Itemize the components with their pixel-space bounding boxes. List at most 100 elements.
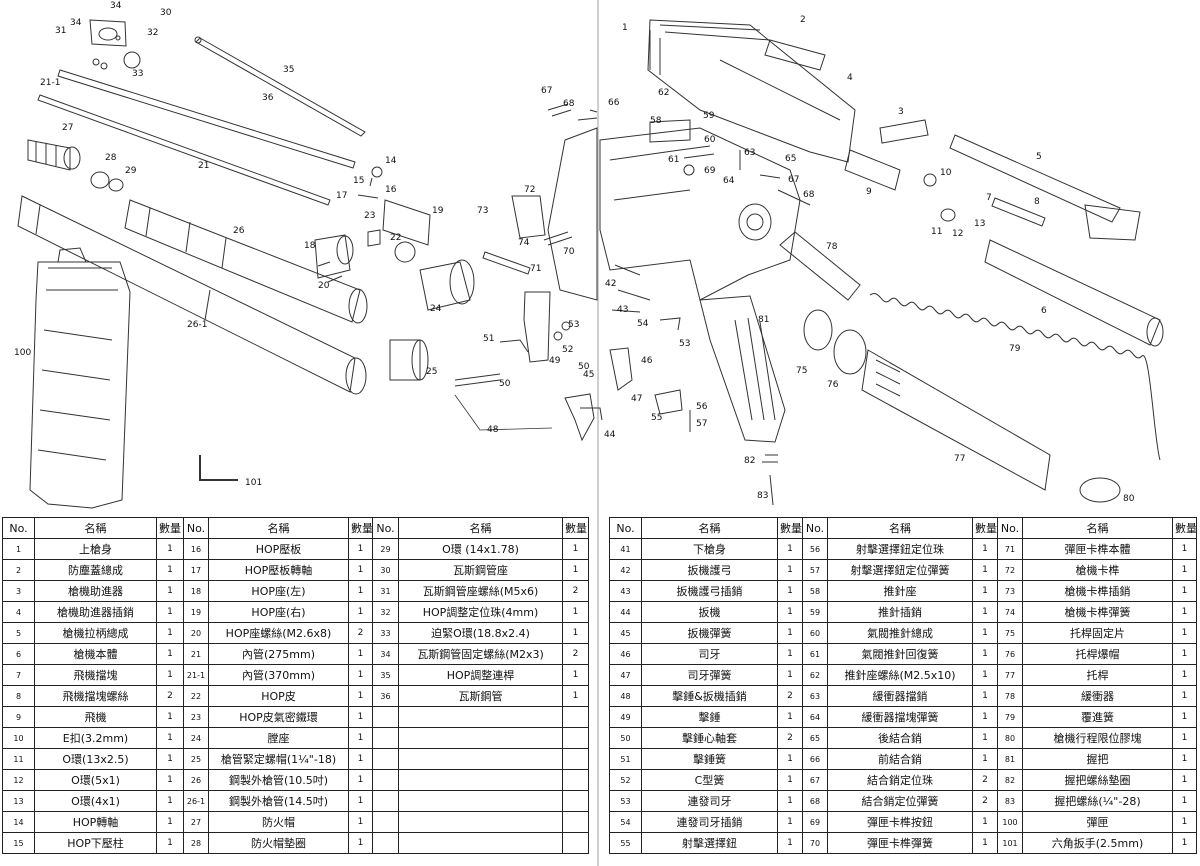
part-name-cell: O環 (14x1.78): [398, 538, 563, 560]
part-name-cell: 連發司牙: [641, 790, 778, 812]
header-no: No.: [802, 517, 828, 539]
callout-label: 9: [866, 187, 872, 197]
part-name-cell: 擊錘&扳機插銷: [641, 685, 778, 707]
part-name-cell: 前結合銷: [827, 748, 973, 770]
part-number-cell: [372, 769, 399, 791]
part-name-cell: [398, 706, 563, 728]
part-name-cell: 上槍身: [34, 538, 157, 560]
callout-label: 16: [385, 185, 397, 195]
quantity-cell: 1: [972, 538, 998, 560]
header-qty: 數量: [562, 517, 589, 539]
callout-label: 43: [617, 305, 628, 315]
part-name-cell: 射擊選擇鈕定位珠: [827, 538, 973, 560]
part-number-cell: 76: [997, 643, 1023, 665]
trigger-drawing: [564, 393, 595, 442]
part-name-cell: 迫緊O環(18.8x2.4): [398, 622, 563, 644]
quantity-cell: 1: [972, 685, 998, 707]
part-name-cell: 瓦斯鋼管座螺絲(M5x6): [398, 580, 563, 602]
header-qty: 數量: [156, 517, 184, 539]
callout-label: 50: [499, 379, 511, 389]
part-name-cell: 扳機: [641, 601, 778, 623]
callout-label: 52: [562, 345, 573, 355]
part-number-cell: 23: [183, 706, 209, 728]
part-number-cell: 1: [2, 538, 35, 560]
part-number-cell: 83: [997, 790, 1023, 812]
quantity-cell: 2: [348, 622, 373, 644]
part-number-cell: 9: [2, 706, 35, 728]
part-number-cell: 52: [609, 769, 642, 791]
quantity-cell: 1: [1172, 664, 1197, 686]
quantity-cell: 1: [1172, 706, 1197, 728]
table-header-row: No. 名稱 數量 No. 名稱 數量 No. 名稱 數量: [2, 517, 589, 539]
part-number-cell: 15: [2, 832, 35, 854]
quantity-cell: 1: [348, 706, 373, 728]
inner-barrel-drawing: [57, 69, 356, 169]
callout-label: 61: [668, 155, 679, 165]
quantity-cell: 1: [1172, 559, 1197, 581]
quantity-cell: 1: [348, 538, 373, 560]
part-name-cell: O環(13x2.5): [34, 748, 157, 770]
part-number-cell: 74: [997, 601, 1023, 623]
part-number-cell: 32: [372, 601, 399, 623]
part-name-cell: 司牙彈簧: [641, 664, 778, 686]
quantity-cell: [562, 748, 589, 770]
part-number-cell: 81: [997, 748, 1023, 770]
part-number-cell: 82: [997, 769, 1023, 791]
selector-drawing: [609, 347, 633, 391]
quantity-cell: 1: [156, 706, 184, 728]
part-number-cell: 13: [2, 790, 35, 812]
part-name-cell: 槍機拉柄總成: [34, 622, 157, 644]
pistol-grip-drawing: [699, 295, 786, 443]
callout-label: 36: [262, 93, 274, 103]
callout-label: 5: [1036, 152, 1042, 162]
quantity-cell: 1: [156, 727, 184, 749]
part-number-cell: 67: [802, 769, 828, 791]
part-number-cell: 60: [802, 622, 828, 644]
quantity-cell: 1: [562, 538, 589, 560]
part-number-cell: 55: [609, 832, 642, 854]
callout-label: 78: [826, 242, 838, 252]
quantity-cell: 1: [156, 538, 184, 560]
part-name-cell: [398, 727, 563, 749]
callout-label: 70: [563, 247, 575, 257]
hop-chamber-drawing: [419, 261, 471, 311]
part-name-cell: 彈匣卡榫彈簧: [827, 832, 973, 854]
quantity-cell: [562, 727, 589, 749]
header-name: 名稱: [827, 517, 973, 539]
quantity-cell: 1: [562, 664, 589, 686]
callout-label: 60: [704, 135, 716, 145]
part-number-cell: 14: [2, 811, 35, 833]
part-name-cell: 槍機卡榫插銷: [1022, 580, 1173, 602]
part-name-cell: 飛機: [34, 706, 157, 728]
part-name-cell: 托桿: [1022, 664, 1173, 686]
quantity-cell: 1: [1172, 685, 1197, 707]
quantity-cell: 2: [777, 727, 803, 749]
part-number-cell: 100: [997, 811, 1023, 833]
quantity-cell: [562, 769, 589, 791]
callout-label: 74: [518, 238, 530, 248]
buttstock-tube-drawing: [861, 349, 1051, 491]
part-name-cell: [398, 769, 563, 791]
table-header-row: No. 名稱 數量 No. 名稱 數量 No. 名稱 數量: [609, 517, 1197, 539]
callout-label: 4: [847, 73, 853, 83]
part-number-cell: 47: [609, 664, 642, 686]
quantity-cell: 1: [777, 559, 803, 581]
callout-label: 23: [364, 211, 375, 221]
header-name: 名稱: [1022, 517, 1173, 539]
callout-label: 58: [650, 116, 662, 126]
quantity-cell: 1: [777, 538, 803, 560]
part-name-cell: 防火帽: [208, 811, 349, 833]
callout-label: 3: [898, 107, 904, 117]
part-number-cell: 51: [609, 748, 642, 770]
callout-label: 26-1: [187, 320, 207, 330]
part-name-cell: 擊錘簧: [641, 748, 778, 770]
part-number-cell: 21: [183, 643, 209, 665]
part-name-cell: 瓦斯鋼管座: [398, 559, 563, 581]
